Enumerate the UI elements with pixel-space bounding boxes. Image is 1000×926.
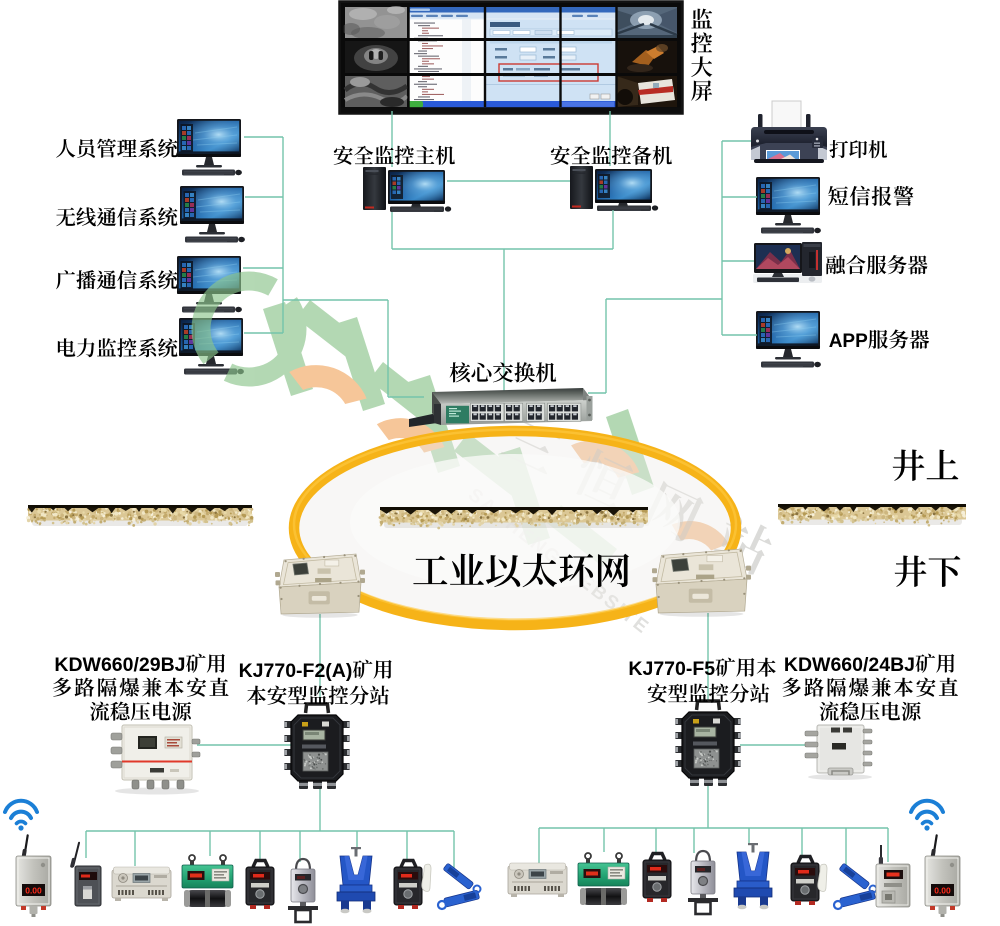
svg-text:KDW660/24BJ: KDW660/24BJ (784, 654, 915, 676)
svg-text:KJ770-F2(A): KJ770-F2(A) (239, 660, 353, 682)
svg-text:APP: APP (829, 331, 868, 352)
svg-text:KDW660/29BJ: KDW660/29BJ (54, 654, 185, 676)
svg-text:KJ770-F5: KJ770-F5 (628, 658, 715, 680)
